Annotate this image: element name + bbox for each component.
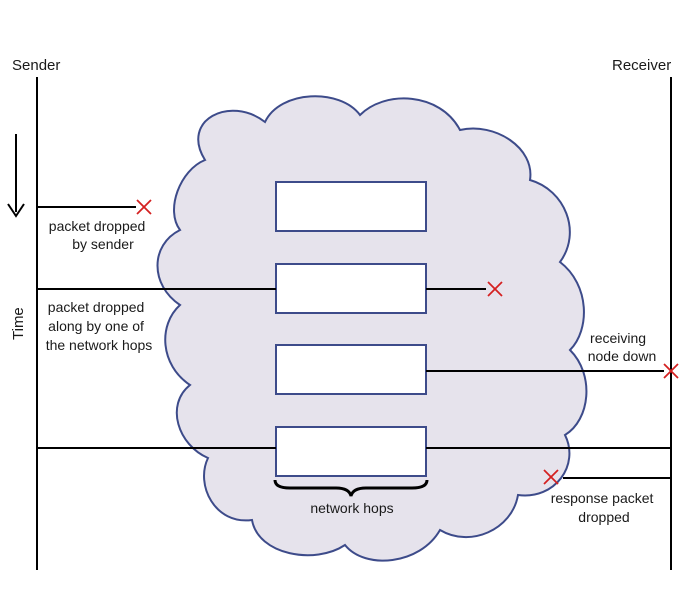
network-hop-box — [275, 263, 427, 314]
sender-label: Sender — [12, 57, 60, 74]
down-arrow-icon — [7, 134, 25, 218]
x-mark-icon — [543, 469, 559, 485]
network-hops-label: network hops — [310, 500, 393, 516]
x-mark-icon — [136, 199, 152, 215]
network-hop-box — [275, 426, 427, 477]
receiver-label: Receiver — [612, 57, 671, 74]
annotation-dropped-by-hop: packet dropped along by one of the netwo… — [46, 299, 153, 353]
annotation-dropped-by-sender: packet dropped by sender — [49, 218, 149, 252]
time-axis-label: Time — [10, 307, 27, 340]
x-mark-icon — [663, 363, 679, 379]
network-hops-brace — [273, 479, 429, 497]
annotation-response-dropped: response packet dropped — [551, 490, 658, 525]
annotation-receiver-down: receiving node down — [588, 330, 657, 364]
network-cloud — [156, 95, 588, 562]
x-mark-icon — [487, 281, 503, 297]
network-hop-box — [275, 181, 427, 232]
network-hop-box — [275, 344, 427, 395]
